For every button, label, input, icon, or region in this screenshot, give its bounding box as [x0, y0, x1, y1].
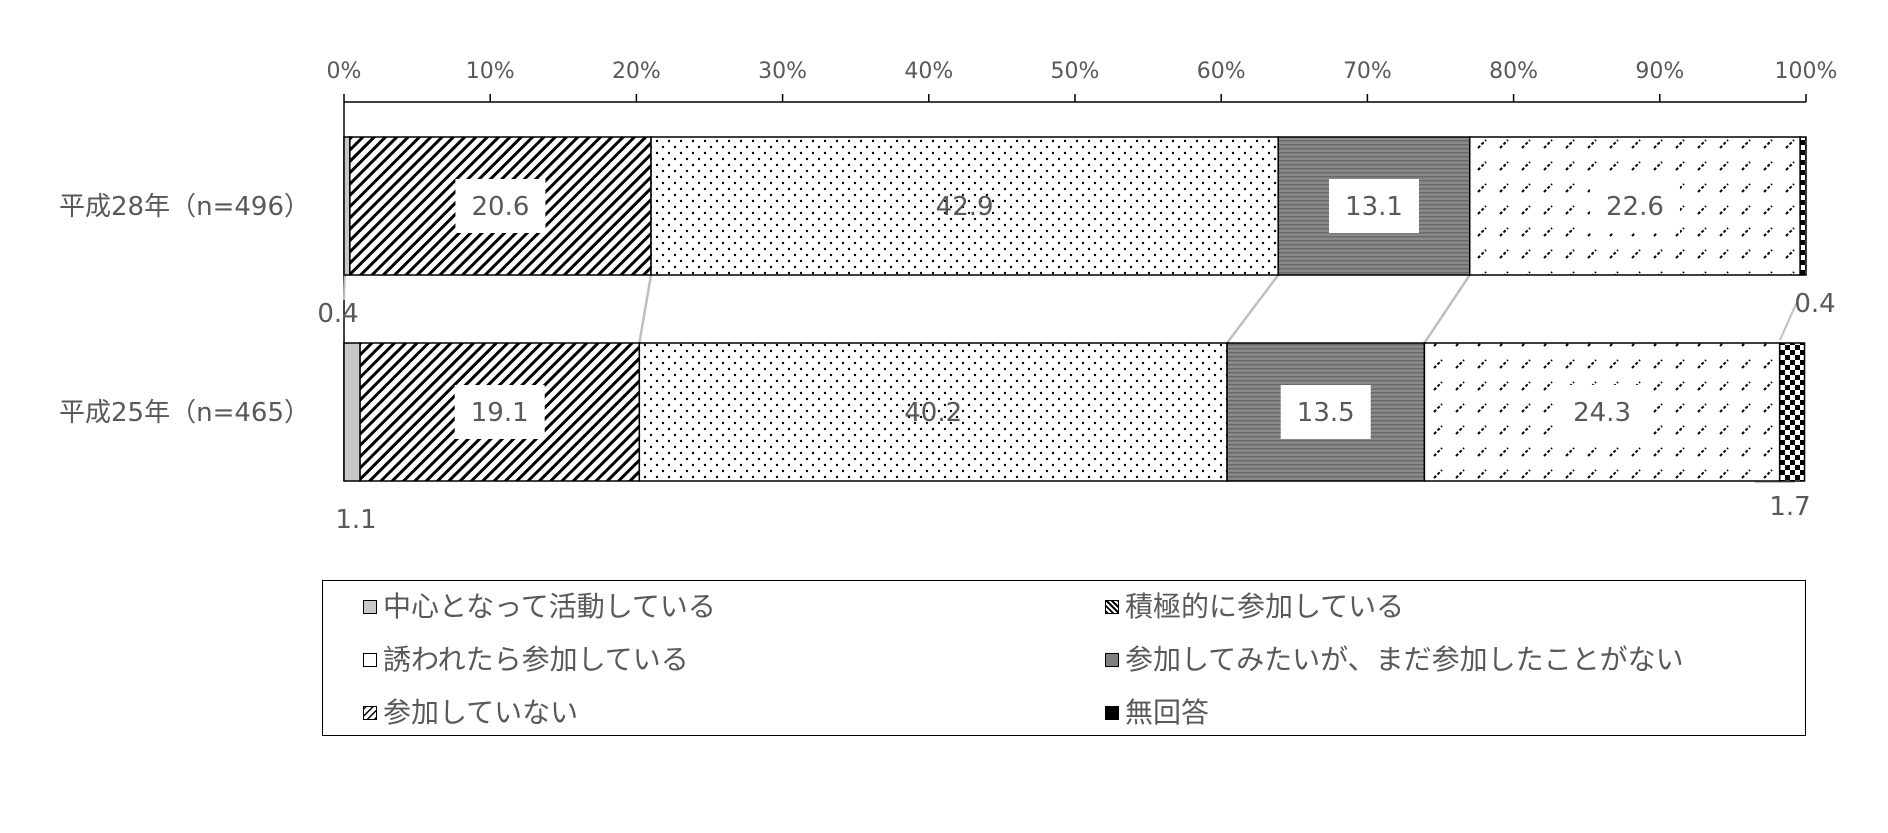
bar-segment [1799, 136, 1807, 276]
connector-line [1423, 274, 1471, 344]
legend-item: 参加してみたいが、まだ参加したことがない [1105, 646, 1684, 674]
x-tick-label: 30% [758, 59, 807, 84]
bar-segment [650, 136, 1279, 276]
legend-item: 積極的に参加している [1105, 593, 1404, 621]
data-label-outside: 0.4 [317, 299, 358, 329]
legend-swatch [1105, 706, 1119, 720]
legend-label: 参加してみたいが、まだ参加したことがない [1125, 643, 1684, 676]
legend-item: 無回答 [1105, 699, 1209, 727]
bar-segment [1778, 342, 1806, 482]
legend-label: 中心となって活動している [383, 590, 716, 623]
data-label-outside: 1.1 [335, 505, 376, 535]
legend-swatch [1105, 653, 1119, 667]
data-label-box [1557, 385, 1648, 439]
data-label: 42.9 [936, 192, 994, 222]
data-label-box [455, 179, 546, 233]
x-tick-label: 100% [1775, 59, 1838, 84]
x-tick-label: 90% [1635, 59, 1684, 84]
data-label: 24.3 [1573, 398, 1631, 428]
leader-line [1779, 294, 1801, 341]
data-label: 20.6 [471, 192, 529, 222]
data-label: 13.1 [1345, 192, 1403, 222]
bar-segment [343, 342, 361, 482]
legend-label: 無回答 [1125, 696, 1210, 729]
legend-item: 中心となって活動している [363, 593, 716, 621]
data-label-box [454, 385, 545, 439]
data-label: 40.2 [904, 398, 962, 428]
x-tick-label: 50% [1051, 59, 1100, 84]
legend-label: 誘われたら参加している [383, 643, 689, 676]
x-tick-label: 60% [1197, 59, 1246, 84]
x-tick-label: 20% [612, 59, 661, 84]
data-label-box [1280, 385, 1371, 439]
legend-label: 積極的に参加している [1125, 590, 1405, 623]
connector-line [1226, 274, 1280, 344]
x-tick-label: 10% [466, 59, 515, 84]
x-tick-label: 40% [904, 59, 953, 84]
legend-swatch [363, 600, 377, 614]
legend: 中心となって活動している 積極的に参加している誘われたら参加している 参加してみたい… [322, 580, 1806, 736]
bar-segment [343, 136, 351, 276]
labels: 平成28年（n=496） 20.6 42.9 13.1 22.6 平成25年（n=465）… [59, 179, 1836, 535]
legend-swatch [1105, 600, 1119, 614]
data-label-outside: 1.7 [1769, 492, 1810, 522]
category-label: 平成28年（n=496） [59, 192, 310, 222]
leader-line [343, 274, 346, 301]
data-label: 13.5 [1297, 398, 1355, 428]
data-label: 19.1 [471, 398, 529, 428]
data-label: 22.6 [1606, 192, 1664, 222]
connector-lines [343, 274, 1801, 483]
legend-item: 参加していない [363, 699, 578, 727]
legend-item: 誘われたら参加している [363, 646, 689, 674]
legend-swatch [363, 653, 377, 667]
data-label-box [1328, 179, 1419, 233]
connector-line [638, 274, 653, 344]
legend-label: 参加していない [383, 696, 579, 729]
x-tick-label: 0% [327, 59, 362, 84]
x-tick-label: 80% [1489, 59, 1538, 84]
x-tick-label: 70% [1343, 59, 1392, 84]
x-axis: 0% 10% 20% 30% 40% 50% 60% 70% 80% 90% 100% [327, 59, 1838, 481]
data-label-box [1589, 179, 1680, 233]
legend-swatch [363, 706, 377, 720]
category-label: 平成25年（n=465） [59, 398, 310, 428]
data-label-outside: 0.4 [1794, 289, 1835, 319]
